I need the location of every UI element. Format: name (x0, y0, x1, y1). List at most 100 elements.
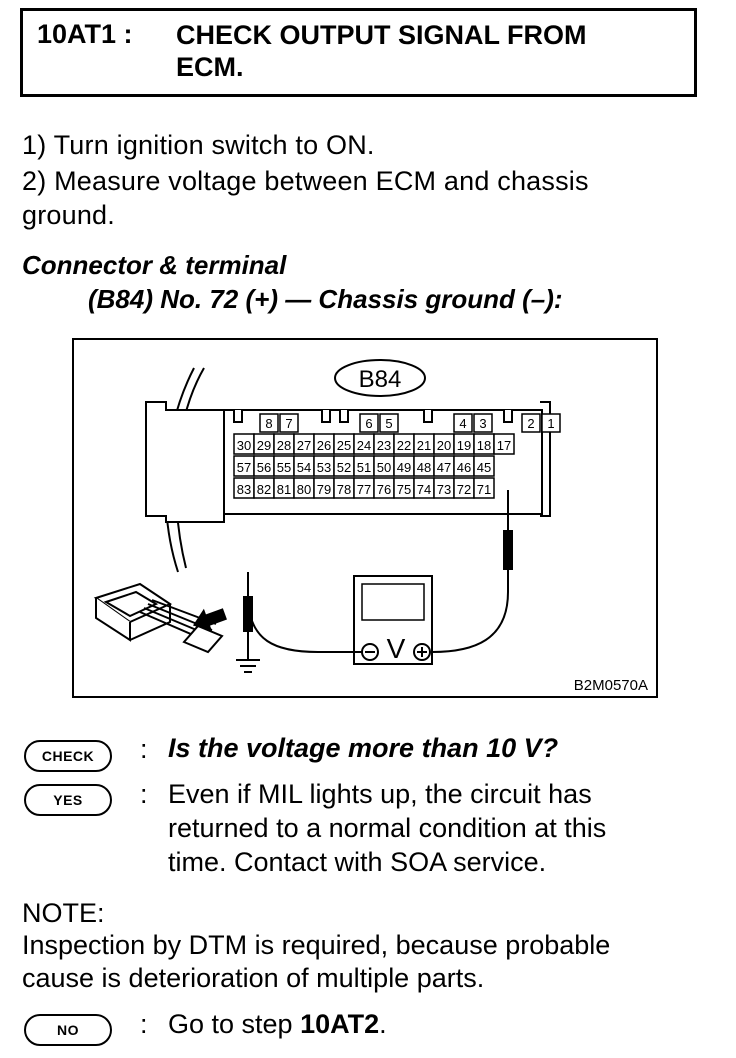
pin-57: 57 (237, 460, 251, 475)
note-line-2: cause is deterioration of multiple parts… (22, 963, 485, 993)
pin-45: 45 (477, 460, 491, 475)
connector-id-text: B84 (359, 366, 402, 393)
pin-20: 20 (437, 438, 451, 453)
pin-77: 77 (357, 482, 371, 497)
pin-49: 49 (397, 460, 411, 475)
pin-2-cell (521, 413, 541, 433)
pin-row-3: 57 56 55 54 53 52 51 50 49 48 47 46 45 (233, 455, 495, 477)
pin-79: 79 (317, 482, 331, 497)
step-header: 10AT1 : CHECK OUTPUT SIGNAL FROM ECM. (20, 8, 697, 97)
pin-5-cell (379, 413, 399, 433)
pin-8: 8 (265, 416, 272, 431)
pin-5: 5 (385, 416, 392, 431)
pin-6-cell (359, 413, 379, 433)
connector-keys (233, 410, 513, 423)
pin-46: 46 (457, 460, 471, 475)
pin-4: 4 (459, 416, 466, 431)
probe-negative (243, 596, 253, 632)
step-code: 10AT1 : (37, 19, 133, 49)
pin-75: 75 (397, 482, 411, 497)
pin-81: 81 (277, 482, 291, 497)
pin-6: 6 (365, 416, 372, 431)
pin-21: 21 (417, 438, 431, 453)
connector-id-badge (334, 359, 426, 397)
pin-27: 27 (297, 438, 311, 453)
check-question: Is the voltage more than 10 V? (168, 733, 559, 763)
pin-51: 51 (357, 460, 371, 475)
pin-82: 82 (257, 482, 271, 497)
no-colon: : (140, 1009, 148, 1039)
step-title: CHECK OUTPUT SIGNAL FROM ECM. (176, 19, 587, 83)
pin-26: 26 (317, 438, 331, 453)
pin-3: 3 (479, 416, 486, 431)
connector-detail: (B84) No. 72 (+) — Chassis ground (–): (88, 284, 563, 314)
instruction-step2-line2: ground. (22, 200, 115, 230)
pin-29: 29 (257, 438, 271, 453)
pin-8-cell (259, 413, 279, 433)
probe-negative-wire (247, 572, 362, 653)
figure-code: B2M0570A (574, 677, 648, 694)
pin-83: 83 (237, 482, 251, 497)
pin-22: 22 (397, 438, 411, 453)
voltmeter-symbol: V (387, 633, 406, 664)
pin-23: 23 (377, 438, 391, 453)
yes-line-1: Even if MIL lights up, the circuit has (168, 779, 592, 809)
pin-4-cell (453, 413, 473, 433)
pin-71-cell (473, 477, 495, 499)
step-title-line2: ECM. (176, 52, 244, 82)
ground-symbol-icon (236, 659, 260, 673)
no-text: Go to step 10AT2. (168, 1009, 708, 1040)
pin-53: 53 (317, 460, 331, 475)
pin-7: 7 (285, 416, 292, 431)
check-badge: CHECK (24, 740, 112, 772)
yes-line-3: time. Contact with SOA service. (168, 847, 547, 877)
insert-arrow-icon (192, 608, 227, 632)
pin-74: 74 (417, 482, 431, 497)
probe-positive-wire (431, 591, 509, 653)
pin-50: 50 (377, 460, 391, 475)
pin-45-cell (473, 455, 495, 477)
pin-72: 72 (457, 482, 471, 497)
probe-positive (503, 530, 513, 570)
instruction-step1: 1) Turn ignition switch to ON. (22, 130, 375, 160)
pin-56: 56 (257, 460, 271, 475)
yes-line-2: returned to a normal condition at this (168, 813, 607, 843)
pin-52: 52 (337, 460, 351, 475)
pin-2: 2 (527, 416, 534, 431)
no-text-prefix: Go to step (168, 1009, 301, 1039)
pin-73: 73 (437, 482, 451, 497)
pin-17-cell (493, 433, 515, 455)
pin-1-cell (541, 413, 561, 433)
pin-30: 30 (237, 438, 251, 453)
connector-bracket-left (145, 401, 225, 523)
note-label: NOTE: (22, 898, 105, 928)
yes-badge: YES (24, 784, 112, 816)
yes-colon: : (140, 779, 148, 809)
check-colon: : (140, 734, 148, 764)
pin-3-cell (473, 413, 493, 433)
connector-sketch-icon (93, 582, 224, 654)
connector-heading: Connector & terminal (22, 250, 287, 280)
pin-48: 48 (417, 460, 431, 475)
note-line-1: Inspection by DTM is required, because p… (22, 930, 611, 960)
no-badge: NO (24, 1014, 112, 1046)
pin-17: 17 (497, 438, 511, 453)
pin-47: 47 (437, 460, 451, 475)
pin-80: 80 (297, 482, 311, 497)
pin-28: 28 (277, 438, 291, 453)
pin-55: 55 (277, 460, 291, 475)
step-title-line1: CHECK OUTPUT SIGNAL FROM (176, 20, 587, 50)
pin-54: 54 (297, 460, 311, 475)
pin-25: 25 (337, 438, 351, 453)
pin-24: 24 (357, 438, 371, 453)
pin-71: 71 (477, 482, 491, 497)
no-text-step: 10AT2 (300, 1009, 380, 1039)
pin-1: 1 (547, 416, 554, 431)
voltmeter-display (361, 583, 425, 621)
pin-76: 76 (377, 482, 391, 497)
no-text-suffix: . (379, 1009, 387, 1039)
pin-7-cell (279, 413, 299, 433)
